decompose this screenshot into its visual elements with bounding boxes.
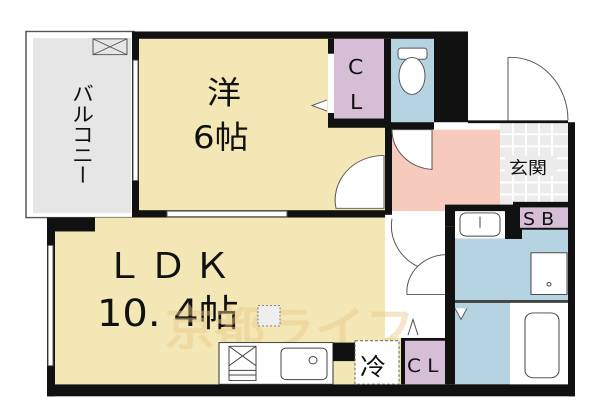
- closet-door[interactable]: [328, 53, 334, 113]
- front-door-swing[interactable]: [507, 56, 569, 121]
- ldk-window[interactable]: [47, 244, 54, 367]
- door-swing[interactable]: [390, 218, 419, 268]
- sliding-door[interactable]: [166, 210, 288, 218]
- closet-door-marker: [407, 317, 419, 336]
- door-swing[interactable]: [334, 155, 385, 209]
- aircon-outdoor-icon: [92, 38, 128, 56]
- wall: [333, 342, 355, 362]
- entrance-label-bg: [505, 155, 557, 176]
- western-room-label: 洋: [207, 75, 241, 112]
- washroom: [522, 229, 568, 248]
- bathtub-icon: [524, 312, 560, 379]
- closet-top: [334, 38, 384, 119]
- balcony: [33, 37, 131, 213]
- fridge-space: [354, 340, 400, 385]
- stove-icon: [228, 345, 257, 382]
- closet-top-label-c: C: [348, 55, 363, 79]
- wall: [47, 217, 95, 232]
- closet-door-marker: [310, 99, 328, 112]
- wall: [455, 300, 568, 303]
- sink-icon: [280, 347, 328, 381]
- wall: [434, 31, 468, 123]
- toilet-door-swing[interactable]: [391, 129, 433, 170]
- wall: [132, 31, 468, 39]
- washing-machine-icon: [530, 252, 568, 295]
- kitchen-counter: [218, 342, 334, 385]
- closet-bottom: [405, 340, 448, 385]
- closet-top-label-l: L: [350, 90, 362, 114]
- shoe-box: [520, 207, 568, 228]
- balcony-label: バルコニー: [69, 83, 95, 185]
- entrance-label: 玄関: [509, 159, 547, 179]
- washbasin-icon: [459, 212, 501, 237]
- wall: [568, 122, 575, 397]
- ldk-size: 10. 4帖: [97, 292, 239, 335]
- wall: [385, 122, 392, 215]
- washroom-door-swing[interactable]: [406, 254, 448, 295]
- western-room-size: 6帖: [193, 119, 249, 156]
- closet-bottom-label: C L: [407, 355, 439, 377]
- toilet-icon: [397, 47, 428, 95]
- ceiling-vent-icon: [257, 305, 281, 327]
- bath-door-marker: [454, 308, 468, 321]
- wall: [468, 120, 568, 124]
- fridge-label: 冷: [360, 353, 386, 381]
- ldk-label: ＬＤＫ: [105, 245, 237, 286]
- shoe-box-label: S B: [523, 210, 554, 230]
- ldk: [55, 231, 95, 385]
- wall: [47, 384, 575, 397]
- balcony-window[interactable]: [132, 59, 139, 182]
